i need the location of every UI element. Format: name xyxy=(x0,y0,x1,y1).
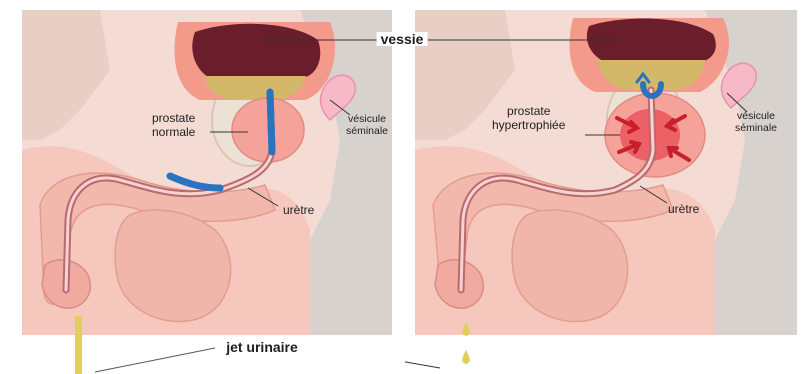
normal-prostate-panel: prostate normale vésicule séminale urètr… xyxy=(0,0,402,374)
seminal-vesicle-label-left: vésicule séminale xyxy=(346,113,388,137)
urine-flow-prostatic xyxy=(270,92,272,152)
normal-prostate-label: prostate normale xyxy=(152,111,195,139)
bph-anatomy-illustration xyxy=(405,0,802,374)
normal-anatomy-illustration xyxy=(0,0,402,374)
seminal-label-line1: vésicule xyxy=(346,113,388,125)
urine-stream-normal xyxy=(75,316,82,374)
seminal-label-line2: séminale xyxy=(735,122,777,134)
hyper-prostate-label-line1: prostate xyxy=(492,104,565,118)
normal-prostate-label-line2: normale xyxy=(152,125,195,139)
leader-stream-left xyxy=(95,348,215,372)
panel-divider xyxy=(402,0,405,374)
hypertrophied-prostate-label: prostate hypertrophiée xyxy=(492,104,565,132)
urethra-label-right: urètre xyxy=(668,202,699,216)
seminal-label-line2: séminale xyxy=(346,125,388,137)
hypertrophied-prostate-panel: prostate hypertrophiée vésicule séminale… xyxy=(405,0,802,374)
seminal-vesicle-label-right: vésicule séminale xyxy=(735,110,777,134)
urine-stream-label: jet urinaire xyxy=(222,340,302,354)
leader-stream-right xyxy=(405,348,440,368)
urine-drop-icon xyxy=(462,350,470,364)
urethra-label-left: urètre xyxy=(283,203,314,217)
hyper-prostate-label-line2: hypertrophiée xyxy=(492,118,565,132)
bladder-inner-wall xyxy=(192,24,320,78)
normal-prostate-label-line1: prostate xyxy=(152,111,195,125)
bladder-label: vessie xyxy=(377,32,428,46)
seminal-label-line1: vésicule xyxy=(735,110,777,122)
